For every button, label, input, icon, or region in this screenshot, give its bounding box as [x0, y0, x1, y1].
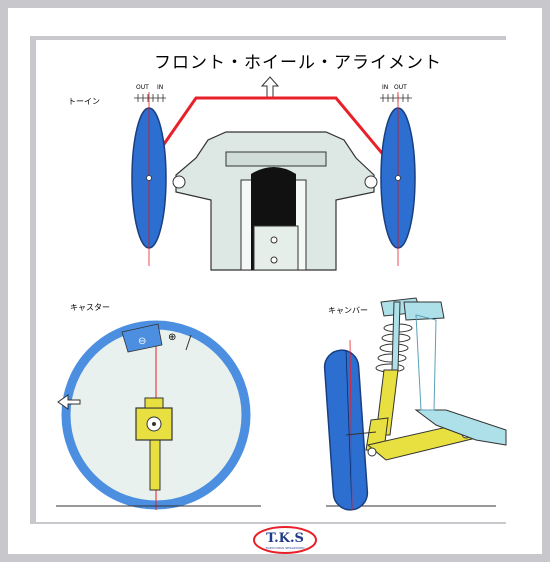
logo-subtext: TOKYO KIKAI SEISAKUSHO [265, 546, 305, 550]
caster-label: キャスター [70, 303, 110, 312]
left-gauge-out: OUT [136, 84, 149, 91]
logo-text: T.K.S [266, 531, 304, 546]
right-gauge-out: OUT [394, 84, 407, 91]
toe-in-label: トーイン [68, 97, 100, 106]
caster-negative-sign: ⊖ [138, 336, 146, 347]
caster-direction-arrow-icon [57, 394, 81, 410]
toe-in-diagram [131, 76, 416, 271]
camber-label: キャンバー [328, 306, 368, 315]
caster-positive-sign: ⊕ [168, 332, 176, 343]
diagram-panel: フロント・ホイール・アライメント トーイン キャスター キャンバー OUT IN… [36, 40, 510, 522]
alignment-illustrations: ⊖ ⊕ [56, 76, 507, 511]
right-toe-gauge [380, 94, 412, 102]
camber-tire [323, 349, 369, 511]
caster-diagram: ⊖ ⊕ [56, 320, 261, 510]
tie-rod [144, 96, 398, 171]
left-toe-gauge [134, 94, 166, 102]
tks-logo: T.K.S TOKYO KIKAI SEISAKUSHO [252, 525, 318, 555]
camber-diagram [323, 297, 507, 511]
left-gauge-in: IN [157, 84, 164, 91]
forward-arrow-icon [260, 76, 280, 99]
right-gauge-in: IN [382, 84, 389, 91]
diagram-title: フロント・ホイール・アライメント [154, 53, 442, 73]
